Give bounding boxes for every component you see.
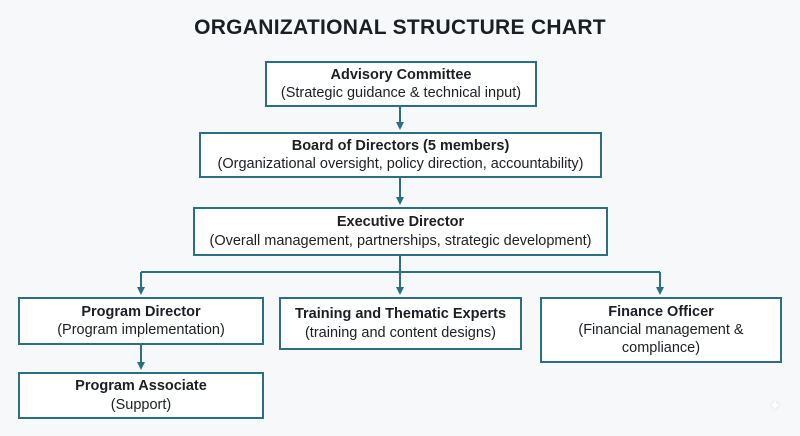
program-associate-description: (Support) — [110, 396, 172, 413]
node-training-experts: Training and Thematic Experts (training … — [279, 297, 522, 350]
node-board-of-directors: Board of Directors (5 members) (Organiza… — [199, 132, 602, 178]
advisory-committee-description: (Strategic guidance & technical input) — [280, 85, 522, 101]
program-associate-title: Program Associate — [75, 378, 207, 395]
program-director-description: (Program implementation) — [57, 322, 225, 338]
finance-officer-title: Finance Officer — [608, 303, 714, 320]
node-program-associate: Program Associate (Support) — [18, 372, 264, 419]
training-experts-title: Training and Thematic Experts — [294, 306, 507, 323]
node-executive-director: Executive Director (Overall management, … — [193, 207, 608, 256]
sparkle-icon: ✦ — [768, 398, 782, 415]
program-director-title: Program Director — [81, 303, 201, 320]
executive-director-title: Executive Director — [336, 214, 465, 231]
board-description: (Organizational oversight, policy direct… — [217, 156, 584, 172]
board-title: Board of Directors (5 members) — [291, 137, 510, 154]
executive-director-description: (Overall management, partnerships, strat… — [209, 232, 592, 249]
finance-officer-description: (Financial management & compliance) — [578, 321, 744, 357]
advisory-committee-title: Advisory Committee — [330, 66, 472, 83]
chart-title: ORGANIZATIONAL STRUCTURE CHART — [194, 16, 606, 39]
node-program-director: Program Director (Program implementation… — [18, 297, 264, 345]
training-experts-description: (training and content designs) — [304, 324, 497, 341]
node-finance-officer: Finance Officer (Financial management & … — [540, 297, 782, 363]
node-advisory-committee: Advisory Committee (Strategic guidance &… — [265, 61, 537, 107]
